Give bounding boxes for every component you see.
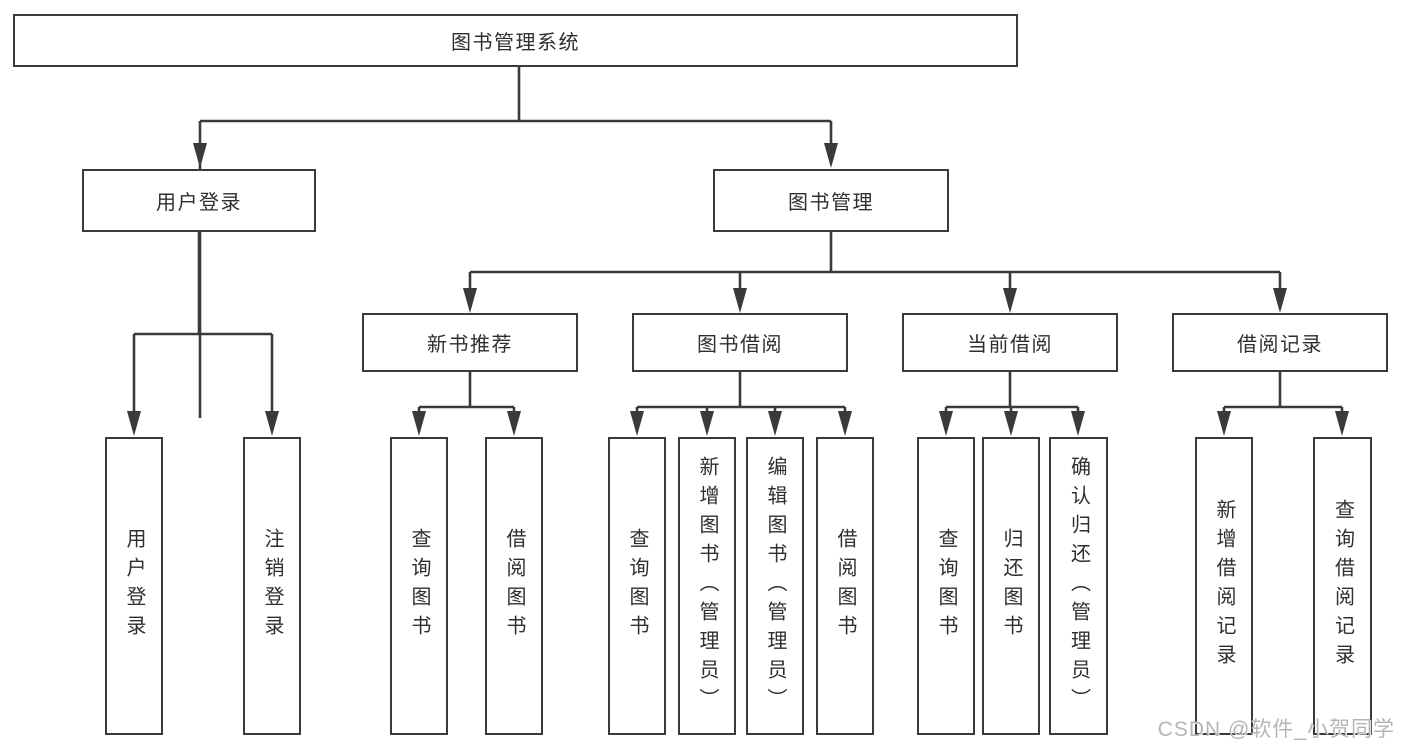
leaf-label: 新增图书（管理员）	[696, 455, 718, 717]
node-branch-label: 图书借阅	[697, 334, 783, 356]
leaf-logout: 注销登录	[243, 437, 301, 735]
connector-root-to-level2	[198, 66, 833, 418]
node-user-login-label: 用户登录	[156, 192, 242, 214]
connector-user-login-to-children	[132, 231, 274, 418]
node-root-label: 图书管理系统	[451, 32, 580, 54]
connector-path	[198, 66, 833, 418]
leaf-label: 查询借阅记录	[1331, 499, 1354, 673]
node-root: 图书管理系统	[13, 14, 1018, 67]
leaf-user-login: 用户登录	[105, 437, 163, 735]
leaf-label: 借阅图书	[503, 528, 525, 644]
leaf-label: 查询图书	[408, 528, 430, 644]
leaf-label: 查询图书	[626, 528, 648, 644]
node-book-mgmt: 图书管理	[713, 169, 949, 232]
leaf-label: 确认归还（管理员）	[1067, 455, 1090, 717]
node-book-mgmt-label: 图书管理	[788, 192, 874, 214]
node-branch-label: 当前借阅	[967, 334, 1053, 356]
node-branch-book-borrow: 图书借阅	[632, 313, 848, 372]
node-branch-current-borrow: 当前借阅	[902, 313, 1118, 372]
leaf-query-books-1: 查询图书	[390, 437, 448, 735]
node-branch-label: 新书推荐	[427, 334, 513, 356]
leaf-confirm-return-admin: 确认归还（管理员）	[1049, 437, 1108, 735]
node-branch-label: 借阅记录	[1237, 334, 1323, 356]
connector-path	[417, 371, 1344, 418]
leaf-label: 用户登录	[123, 528, 145, 644]
leaf-label: 归还图书	[1000, 528, 1022, 644]
leaf-return-book: 归还图书	[982, 437, 1040, 735]
connector-book-mgmt-to-branches	[468, 231, 1282, 297]
node-branch-borrow-record: 借阅记录	[1172, 313, 1388, 372]
watermark: CSDN @软件_小贺同学	[1157, 718, 1395, 741]
connector-branches-to-leaves	[417, 371, 1344, 418]
connector-path	[132, 231, 274, 418]
leaf-query-borrow-record: 查询借阅记录	[1313, 437, 1372, 735]
leaf-label: 编辑图书（管理员）	[764, 455, 786, 717]
leaf-borrow-books-1: 借阅图书	[485, 437, 543, 735]
leaf-query-books-2: 查询图书	[608, 437, 666, 735]
node-user-login: 用户登录	[82, 169, 316, 232]
leaf-borrow-books-2: 借阅图书	[816, 437, 874, 735]
leaf-label: 借阅图书	[834, 528, 856, 644]
leaf-add-book-admin: 新增图书（管理员）	[678, 437, 736, 735]
node-branch-new-book-recommend: 新书推荐	[362, 313, 578, 372]
leaf-label: 注销登录	[261, 528, 283, 644]
leaf-label: 新增借阅记录	[1213, 499, 1235, 673]
leaf-label: 查询图书	[935, 528, 957, 644]
leaf-add-borrow-record: 新增借阅记录	[1195, 437, 1253, 735]
connector-path	[468, 231, 1282, 297]
leaf-edit-book-admin: 编辑图书（管理员）	[746, 437, 804, 735]
leaf-query-books-3: 查询图书	[917, 437, 975, 735]
